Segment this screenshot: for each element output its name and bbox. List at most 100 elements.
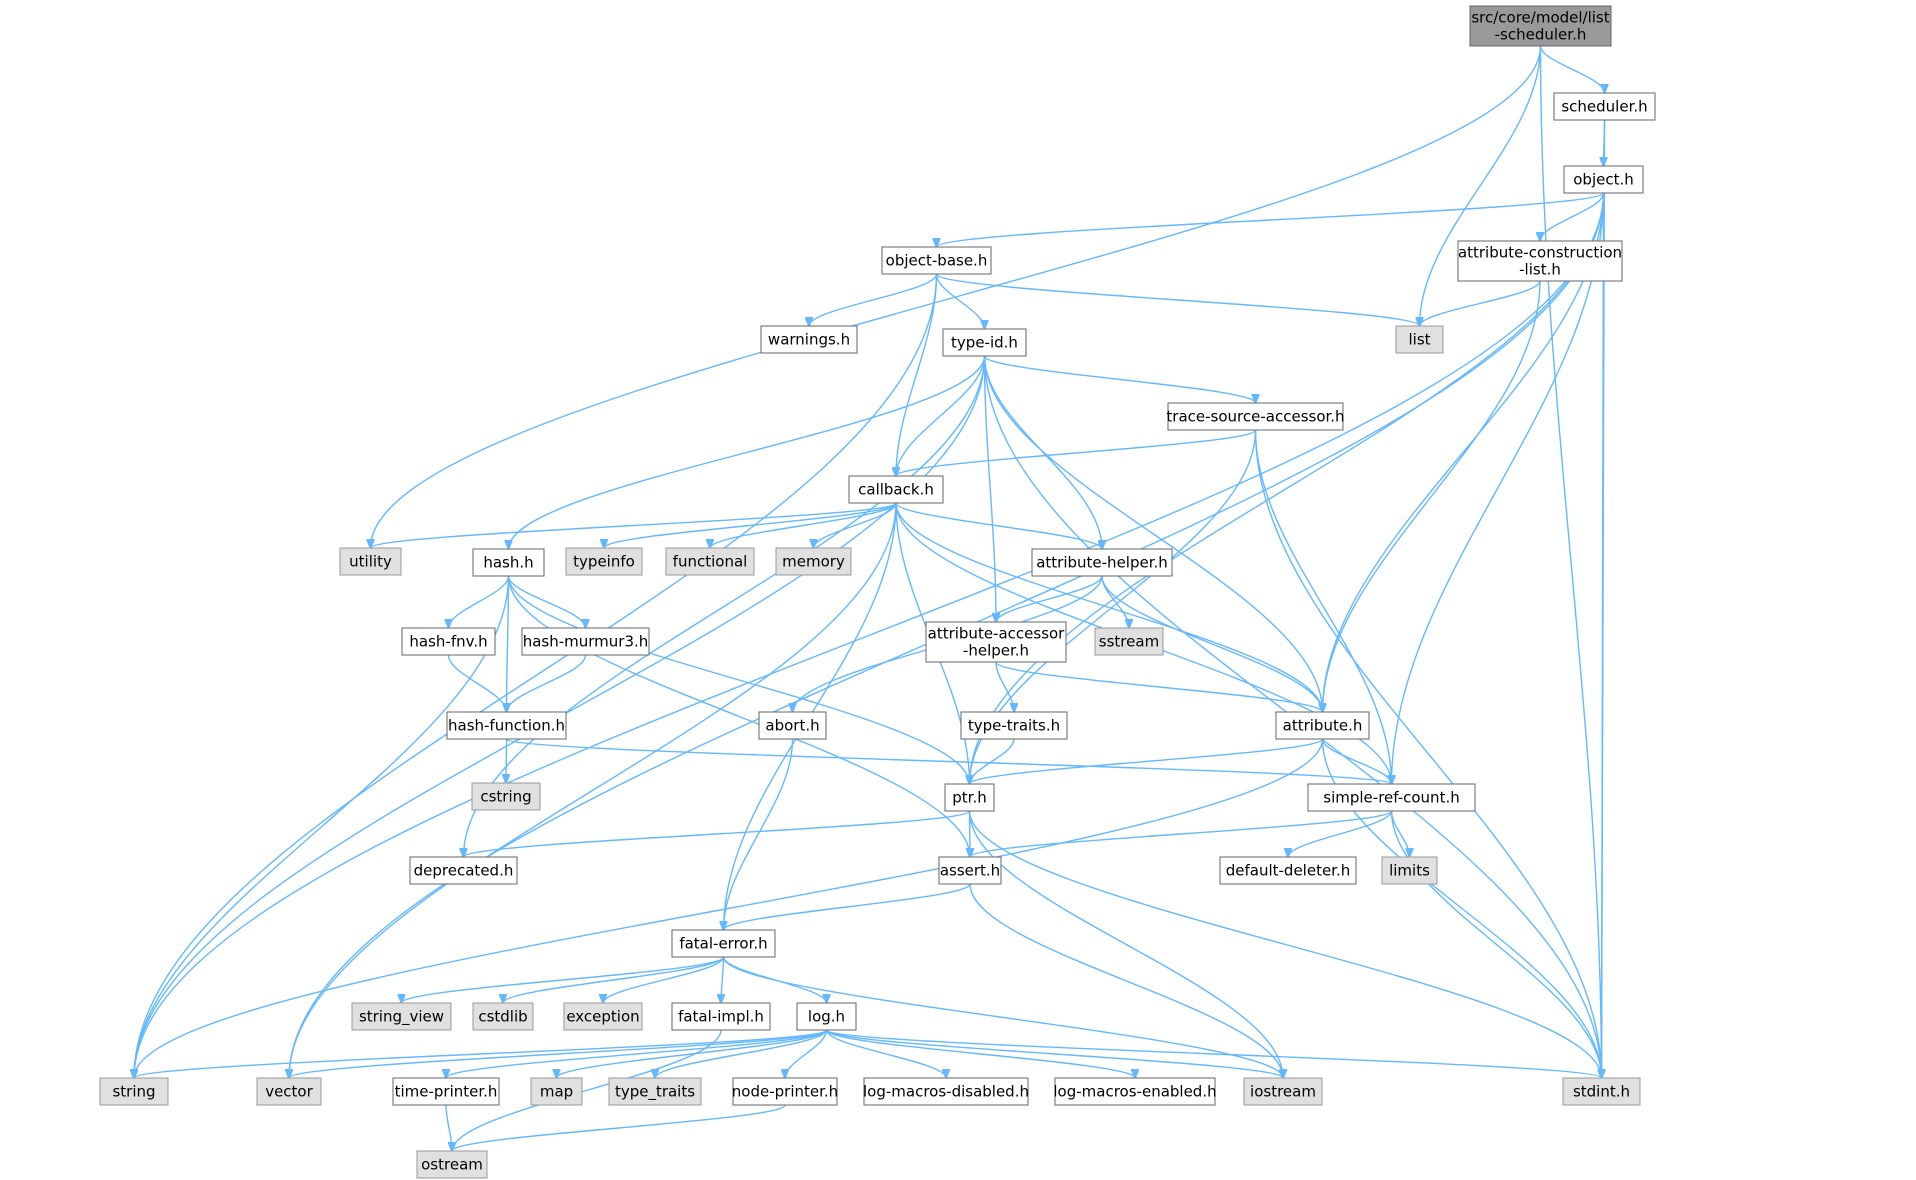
node-attracc[interactable]: attribute-accessor-helper.h	[925, 621, 1067, 663]
edge-simpleref-to-stdint	[1390, 810, 1602, 1078]
edge-hash-to-ptr	[507, 575, 970, 784]
node-fatalimpl[interactable]: fatal-impl.h	[671, 1002, 771, 1031]
edge-line	[1539, 45, 1605, 93]
edge-typeid-to-callback	[896, 355, 986, 476]
edge-timeprinter-to-ostream	[445, 1104, 452, 1151]
node-typeid[interactable]: type-id.h	[942, 328, 1027, 357]
edge-line	[970, 192, 1605, 784]
node-hashmur[interactable]: hash-murmur3.h	[521, 627, 650, 656]
edge-line	[710, 502, 897, 548]
node-box	[256, 1077, 322, 1106]
edge-attrhelper-to-sstream	[1101, 575, 1129, 628]
node-box	[732, 1077, 838, 1106]
node-list: list	[1395, 325, 1444, 354]
node-box	[472, 1002, 534, 1031]
edge-line	[1390, 810, 1410, 857]
edge-line	[983, 355, 1323, 712]
edge-hashmur-to-hashfunc	[507, 654, 587, 712]
node-label: hash.h	[483, 554, 533, 572]
edge-log-to-timeprinter	[446, 1029, 828, 1078]
node-box	[944, 783, 995, 812]
edge-fatalerr-to-exception	[603, 956, 725, 1003]
edge-line	[507, 575, 509, 712]
node-attrcons[interactable]: attribute-construction-list.h	[1457, 240, 1623, 282]
node-callback[interactable]: callback.h	[848, 475, 944, 504]
edge-fatalerr-to-iostream	[722, 956, 1284, 1078]
node-label: trace-source-accessor.h	[1166, 408, 1344, 426]
node-objbase[interactable]: object-base.h	[881, 246, 992, 275]
node-map: map	[530, 1077, 583, 1106]
edge-log-to-stdint	[825, 1029, 1602, 1078]
edge-line	[968, 810, 1602, 1078]
node-box	[863, 1077, 1029, 1106]
edge-line	[935, 273, 1420, 326]
edge-line	[896, 355, 986, 476]
edge-line	[503, 956, 725, 1003]
node-label: assert.h	[940, 862, 1000, 880]
node-ptr[interactable]: ptr.h	[944, 783, 995, 812]
node-attribute[interactable]: attribute.h	[1275, 711, 1370, 740]
node-nodeprinter[interactable]: node-printer.h	[732, 1077, 838, 1106]
edge-attribute-to-ptr	[970, 738, 1324, 784]
edge-line	[464, 810, 971, 857]
node-fatalerr[interactable]: fatal-error.h	[671, 929, 776, 958]
node-box	[960, 711, 1068, 740]
node-hashfunc[interactable]: hash-function.h	[446, 711, 567, 740]
node-label: src/core/model/list	[1471, 9, 1609, 27]
node-label: fatal-error.h	[679, 935, 767, 953]
node-box	[1381, 856, 1438, 885]
edge-root-to-stdint	[1539, 45, 1602, 1078]
node-box	[446, 711, 567, 740]
edge-line	[464, 355, 986, 857]
node-defdel[interactable]: default-deleter.h	[1219, 856, 1357, 885]
node-logen[interactable]: log-macros-enabled.h	[1053, 1077, 1217, 1106]
node-timeprinter[interactable]: time-printer.h	[392, 1077, 500, 1106]
node-label: callback.h	[858, 481, 934, 499]
node-abort[interactable]: abort.h	[758, 711, 827, 740]
node-logdis[interactable]: log-macros-disabled.h	[863, 1077, 1029, 1106]
edge-root-to-scheduler	[1539, 45, 1605, 93]
node-attrhelper[interactable]: attribute-helper.h	[1031, 548, 1173, 577]
edge-line	[1540, 192, 1605, 241]
node-label: exception	[566, 1008, 639, 1026]
node-assert[interactable]: assert.h	[938, 856, 1002, 885]
edge-log-to-logdis	[825, 1029, 947, 1078]
node-box	[392, 1077, 500, 1106]
edge-log-to-nodeprinter	[785, 1029, 828, 1078]
edge-line	[895, 502, 1323, 712]
node-box	[1469, 5, 1612, 47]
node-deprecated[interactable]: deprecated.h	[409, 856, 518, 885]
node-simpleref[interactable]: simple-ref-count.h	[1307, 783, 1476, 812]
node-label: default-deleter.h	[1226, 862, 1351, 880]
node-log[interactable]: log.h	[796, 1002, 857, 1031]
node-label: sstream	[1099, 633, 1159, 651]
edge-trace-to-stdint	[1254, 429, 1602, 1078]
node-hash[interactable]: hash.h	[472, 548, 545, 577]
edge-line	[721, 956, 724, 1003]
edge-ptr-to-deprecated	[464, 810, 971, 857]
node-label: cstring	[480, 788, 531, 806]
node-typetraitsh[interactable]: type-traits.h	[960, 711, 1068, 740]
node-box	[942, 328, 1027, 357]
edge-object-to-ptr	[970, 192, 1605, 784]
node-scheduler[interactable]: scheduler.h	[1553, 92, 1656, 121]
node-object[interactable]: object.h	[1563, 165, 1644, 194]
node-box	[472, 548, 545, 577]
node-label: hash-function.h	[448, 717, 565, 735]
node-box	[565, 547, 643, 576]
node-box	[351, 1002, 452, 1031]
edge-fatalerr-to-fatalimpl	[721, 956, 724, 1003]
node-label: object-base.h	[886, 252, 988, 270]
node-trace[interactable]: trace-source-accessor.h	[1166, 402, 1345, 431]
edge-log-to-map	[557, 1029, 828, 1078]
node-label: type-traits.h	[968, 717, 1060, 735]
node-box	[1563, 165, 1644, 194]
node-box	[416, 1150, 488, 1179]
edge-line	[371, 502, 897, 548]
node-hashfnv[interactable]: hash-fnv.h	[401, 627, 496, 656]
node-warnings[interactable]: warnings.h	[760, 325, 858, 354]
edge-line	[452, 1029, 722, 1151]
edge-line	[557, 1029, 828, 1078]
edge-line	[134, 273, 938, 1078]
node-box	[99, 1077, 169, 1106]
